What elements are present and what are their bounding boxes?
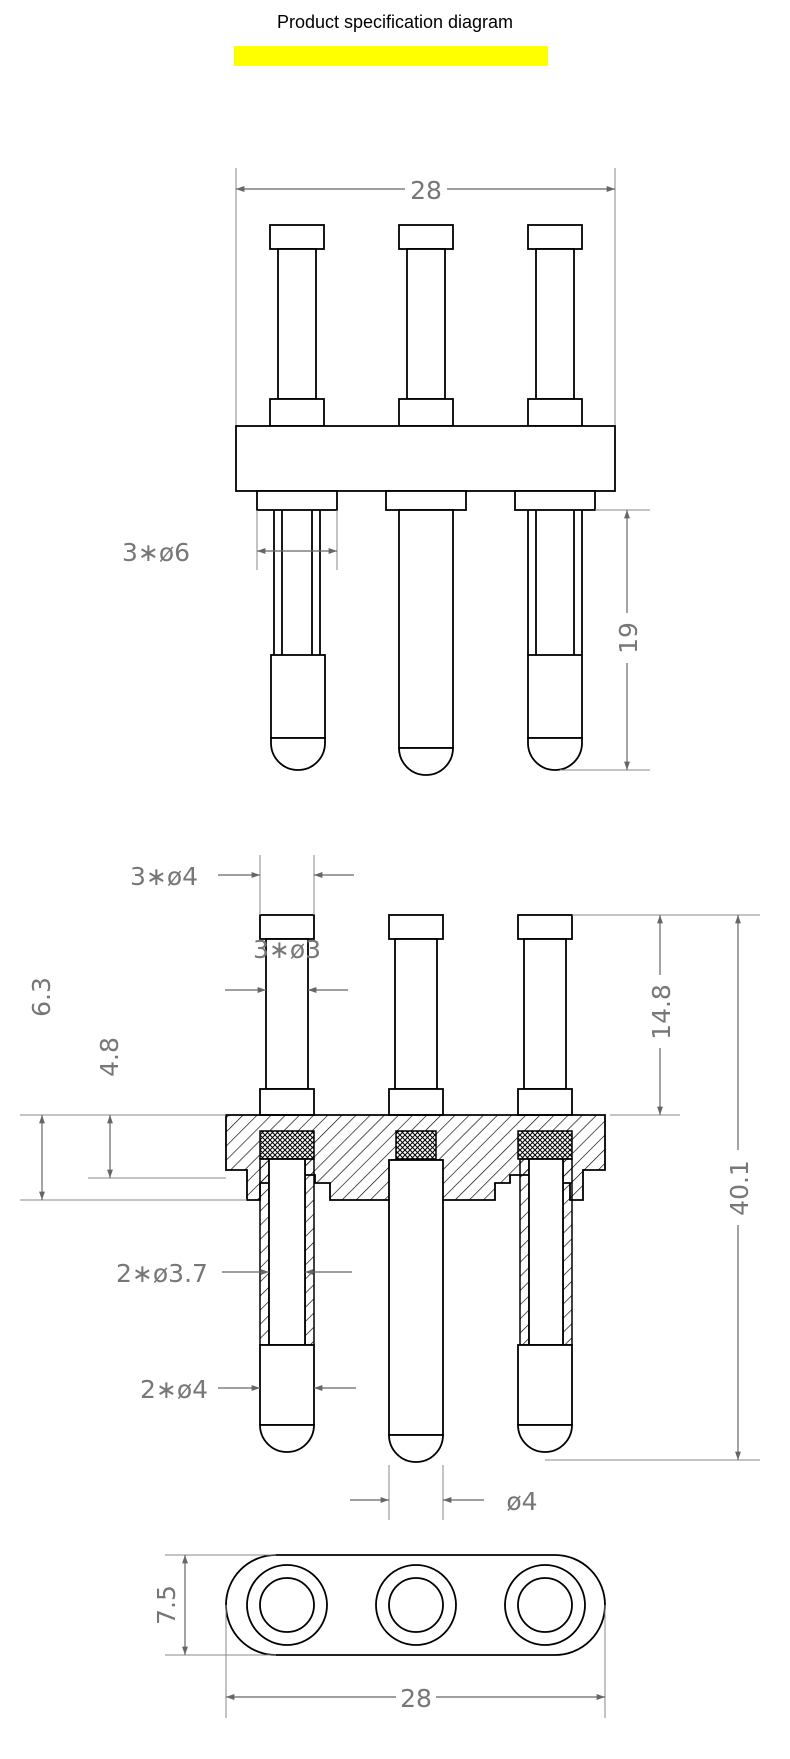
dimension-label-7-5: 7.5	[152, 1585, 181, 1625]
front-view: 28	[122, 168, 650, 776]
highlight-bar	[234, 46, 548, 66]
upper-pin-left	[269, 224, 325, 427]
dimension-label-2x-d3-7: 2∗ø3.7	[116, 1259, 208, 1288]
dimension-label-19: 19	[614, 622, 643, 654]
dimension-label-14-8: 14.8	[647, 984, 676, 1040]
lower-pin-left	[270, 510, 326, 771]
dimension-label-6-3: 6.3	[27, 977, 56, 1017]
page-title: Product specification diagram	[276, 12, 514, 32]
dimension-label-28-top: 28	[410, 176, 442, 205]
section-view: 3∗ø4 3∗ø3 6.3 4.8 14.8 40.1 2∗ø3.7 2∗ø4	[20, 855, 760, 1520]
dimension-label-2x-d4: 2∗ø4	[140, 1375, 208, 1404]
bottom-view: 7.5 28	[152, 1554, 606, 1718]
dimension-label-d4: ø4	[506, 1487, 537, 1516]
dimension-label-4-8: 4.8	[95, 1037, 124, 1077]
dimension-label-3x-d6: 3∗ø6	[122, 538, 190, 567]
lower-pin-center	[398, 509, 454, 776]
upper-pin-right	[527, 224, 583, 427]
body-block	[235, 425, 616, 492]
dimension-label-28-bottom: 28	[400, 1684, 432, 1713]
lower-pin-right	[527, 510, 583, 771]
upper-pin-center	[398, 224, 454, 427]
base-outline	[225, 1554, 606, 1656]
dimension-label-40-1: 40.1	[725, 1160, 754, 1216]
dimension-label-3x-d3: 3∗ø3	[253, 935, 321, 964]
dimension-label-3x-d4: 3∗ø4	[130, 862, 198, 891]
